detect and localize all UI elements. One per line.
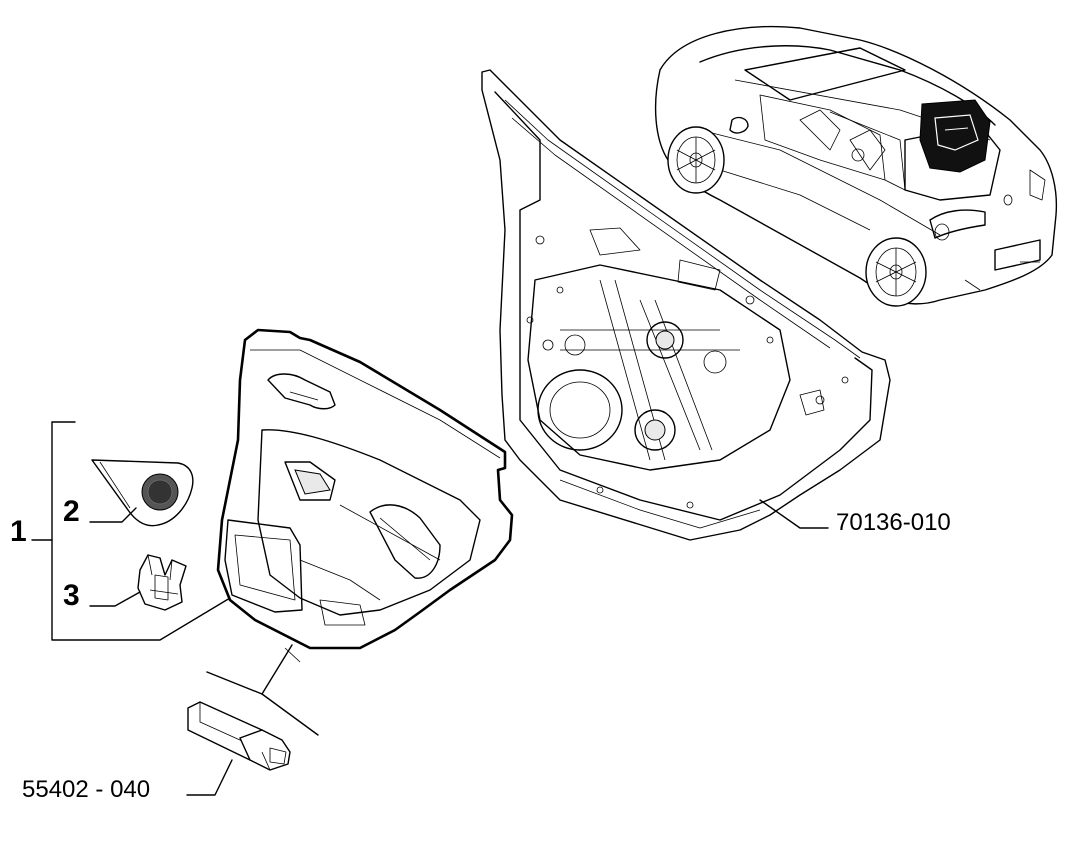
window-switch-illustration bbox=[187, 701, 291, 771]
car-illustration bbox=[654, 25, 1058, 307]
callout-door-shell-code: 70136-010 bbox=[836, 509, 951, 536]
door-shell-illustration bbox=[481, 69, 891, 541]
leader-lines bbox=[31, 421, 829, 796]
retaining-clip-illustration bbox=[137, 554, 187, 611]
callout-speaker-grille: 2 bbox=[63, 495, 80, 528]
callout-switch-code: 55402 - 040 bbox=[22, 776, 150, 803]
highlighted-door-icon bbox=[919, 99, 991, 173]
rear-wheel-icon bbox=[865, 237, 927, 307]
door-trim-panel-illustration bbox=[216, 328, 514, 650]
callout-assembly: 1 bbox=[10, 515, 27, 548]
callout-clip: 3 bbox=[63, 579, 80, 612]
speaker-grille-illustration bbox=[91, 459, 194, 527]
front-wheel-icon bbox=[667, 126, 725, 194]
